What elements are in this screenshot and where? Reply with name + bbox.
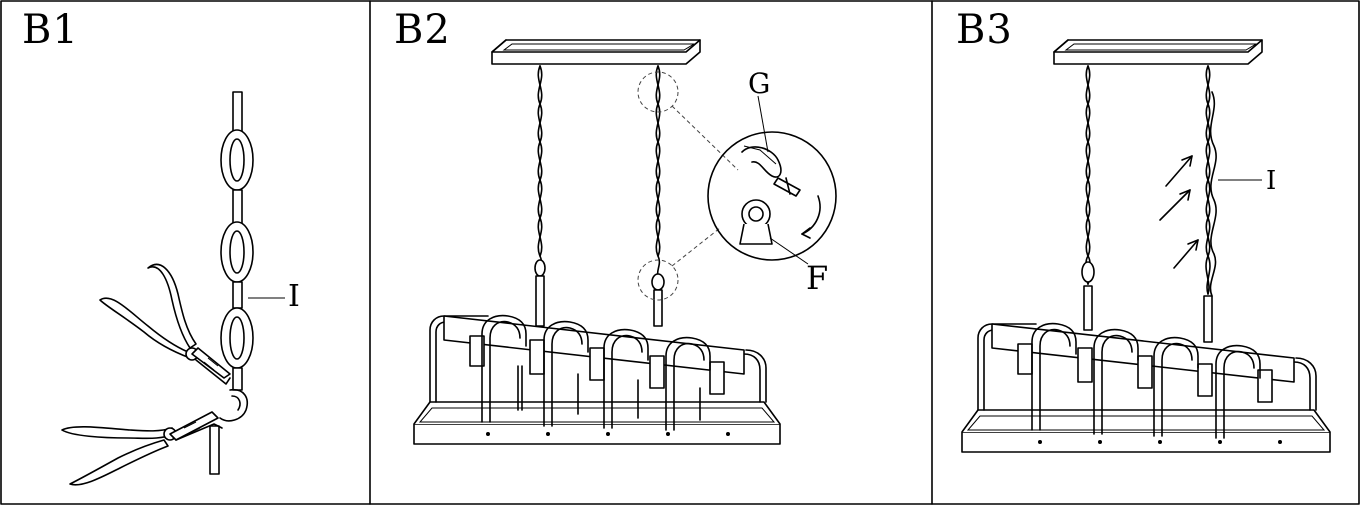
panel-title-b1: B1 bbox=[22, 7, 79, 53]
b3-chain-right-with-wire bbox=[1203, 65, 1217, 343]
b2-fixture-body bbox=[413, 314, 781, 445]
b3-canopy bbox=[1053, 39, 1263, 65]
rotation-arrow bbox=[801, 195, 821, 235]
b2-pointer-g bbox=[757, 95, 769, 153]
chain-links bbox=[209, 129, 254, 475]
panel-title-b3: B3 bbox=[956, 7, 1013, 53]
b2-detail-marker-bottom bbox=[637, 259, 679, 301]
pliers-lower bbox=[61, 411, 223, 486]
panel-title-b2: B2 bbox=[394, 7, 451, 53]
chain-dangling-piece bbox=[209, 425, 220, 475]
b2-canopy bbox=[491, 39, 701, 65]
label-g: G bbox=[748, 67, 771, 100]
b2-detail-marker-top bbox=[637, 71, 679, 113]
panel-b3-illustration bbox=[961, 39, 1331, 453]
panel-b2-illustration bbox=[413, 39, 837, 445]
label-i-b1: I bbox=[288, 279, 300, 314]
b3-fixture-body bbox=[961, 322, 1331, 453]
pliers-upper bbox=[99, 263, 231, 385]
label-i-b3: I bbox=[1266, 166, 1277, 196]
panel-b1-illustration bbox=[61, 91, 285, 486]
b2-chain-left bbox=[534, 65, 546, 327]
b3-direction-arrows bbox=[1159, 155, 1199, 269]
hook-g bbox=[741, 146, 782, 178]
b2-chain-right bbox=[651, 65, 665, 327]
label-f: F bbox=[806, 259, 829, 297]
b2-pointer-f bbox=[769, 237, 809, 265]
b3-chain-left bbox=[1081, 65, 1095, 331]
b2-magnified-detail bbox=[707, 131, 837, 261]
